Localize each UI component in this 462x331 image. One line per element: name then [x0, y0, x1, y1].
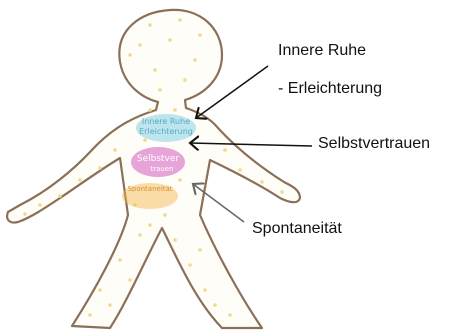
- body-text-innere-ruhe: Innere Ruhe: [142, 117, 190, 126]
- speckle-dot: [138, 43, 142, 47]
- label-erleichterung: - Erleichterung: [278, 80, 382, 98]
- speckle-dot: [223, 148, 227, 152]
- speckle-dot: [78, 178, 82, 182]
- speckle-dot: [88, 313, 92, 317]
- speckle-dot: [178, 18, 182, 22]
- speckle-dot: [98, 288, 102, 292]
- speckle-dot: [98, 166, 102, 170]
- speckle-dot: [23, 212, 27, 216]
- speckle-dot: [173, 238, 177, 242]
- speckle-dot: [188, 263, 192, 267]
- speckle-dot: [280, 190, 284, 194]
- body-text-spontaneitaet: Spontaneität: [127, 185, 172, 193]
- speckle-dot: [118, 258, 122, 262]
- label-spontaneitaet: Spontaneität: [252, 220, 342, 238]
- label-selbstvertrauen: Selbstvertrauen: [318, 135, 430, 153]
- speckle-dot: [148, 223, 152, 227]
- speckle-dot: [183, 78, 187, 82]
- speckle-dot: [148, 108, 152, 112]
- speckle-dot: [113, 148, 117, 152]
- speckle-dot: [143, 138, 147, 142]
- speckle-dot: [158, 88, 162, 92]
- speckle-dot: [198, 248, 202, 252]
- speckle-dot: [198, 33, 202, 37]
- speckle-dot: [138, 233, 142, 237]
- speckle-dot: [148, 23, 152, 27]
- speckle-dot: [128, 278, 132, 282]
- speckle-dot: [108, 303, 112, 307]
- label-innere-ruhe: Innere Ruhe: [278, 42, 366, 60]
- body-text-selbstver: Selbstver: [137, 154, 180, 164]
- speckle-dot: [228, 313, 232, 317]
- body-text-erleichterung: Erleichterung: [139, 127, 193, 136]
- speckle-dot: [58, 194, 62, 198]
- speckle-dot: [238, 168, 242, 172]
- speckle-dot: [163, 213, 167, 217]
- speckle-dot: [193, 58, 197, 62]
- speckle-dot: [213, 303, 217, 307]
- speckle-dot: [38, 203, 42, 207]
- speckle-dot: [260, 180, 264, 184]
- body-text-trauen: trauen: [150, 165, 173, 173]
- speckle-dot: [168, 38, 172, 42]
- speckle-dot: [128, 53, 132, 57]
- speckle-dot: [173, 108, 177, 112]
- speckle-dot: [203, 288, 207, 292]
- speckle-dot: [153, 68, 157, 72]
- speckle-dot: [178, 178, 182, 182]
